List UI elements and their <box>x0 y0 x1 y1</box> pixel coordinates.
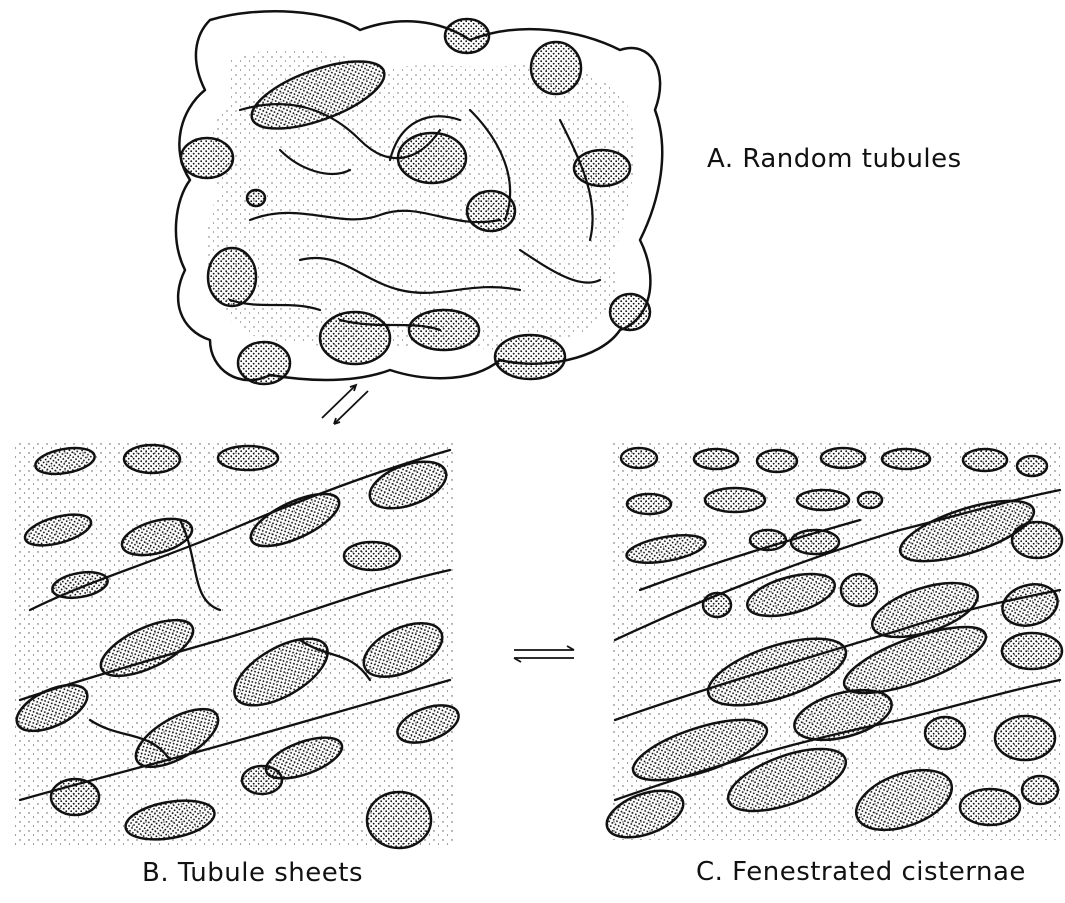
panel-c-label: C. Fenestrated cisternae <box>696 857 1026 887</box>
equilibrium-arrows-a-b <box>322 385 368 424</box>
panel-b-label: B. Tubule sheets <box>142 858 363 888</box>
panel-a-label: A. Random tubules <box>707 144 962 174</box>
tubule-sheets-drawing <box>10 440 464 848</box>
random-tubules-drawing <box>176 11 662 384</box>
fenestrated-cisternae-drawing <box>601 440 1063 846</box>
equilibrium-arrows-b-c <box>514 646 574 662</box>
